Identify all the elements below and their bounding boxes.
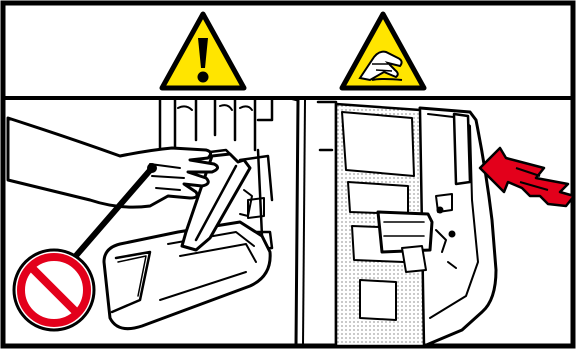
no-touch-prohibition-icon: [14, 250, 94, 330]
